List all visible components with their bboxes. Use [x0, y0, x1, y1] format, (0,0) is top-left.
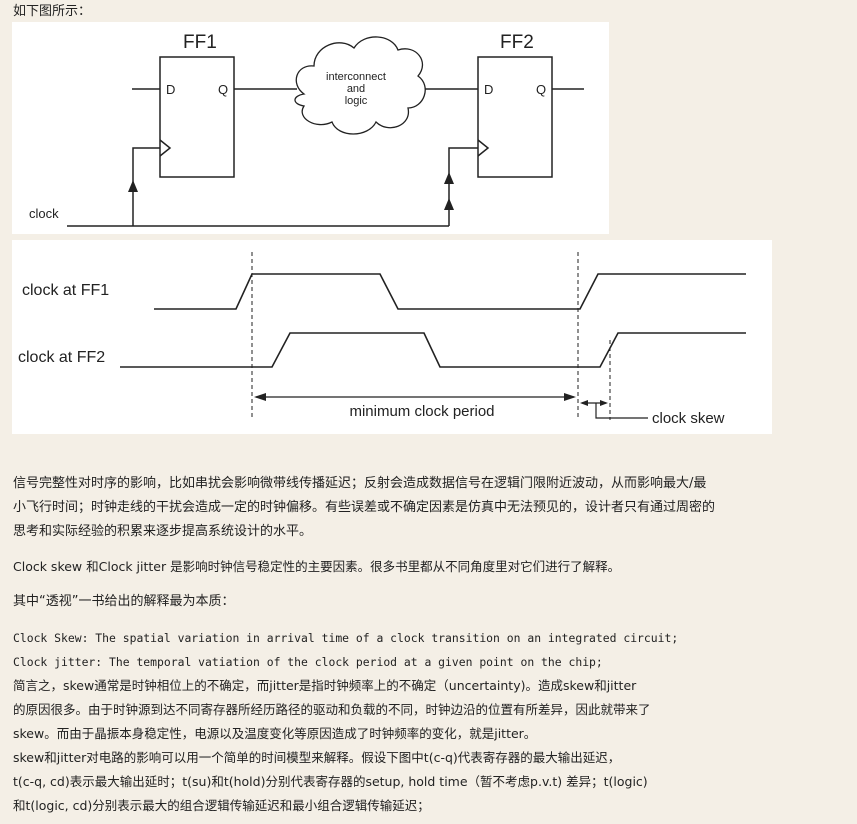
ff1-wave-label: clock at FF1: [22, 282, 109, 299]
timing-diagram: clock at FF1 clock at FF2 minimum clock …: [12, 240, 772, 434]
summary-line-3: skew。而由于晶振本身稳定性，电源以及温度变化等原因造成了时钟频率的变化，就是…: [13, 726, 537, 741]
ff2-q-label: Q: [536, 82, 546, 97]
intro-text: 如下图所示：: [13, 4, 92, 19]
period-label: minimum clock period: [349, 403, 494, 420]
ff2-wave-label: clock at FF2: [18, 349, 105, 366]
paragraph-1-line-2: 小飞行时间；时钟走线的干扰会造成一定的时钟偏移。有些误差或不确定因素是仿真中无法…: [13, 500, 716, 515]
paragraph-3: 其中“透视”一书给出的解释最为本质：: [13, 594, 235, 609]
summary-line-4: skew和jitter对电路的影响可以用一个简单的时间模型来解释。假设下图中t(…: [13, 750, 621, 765]
ff1-d-label: D: [166, 82, 175, 97]
clock-label: clock: [29, 206, 59, 221]
ff1-box: [159, 56, 235, 178]
paragraph-1-line-1: 信号完整性对时序的影响，比如串扰会影响微带线传播延迟；反射会造成数据信号在逻辑门…: [13, 476, 707, 491]
ff2-d-label: D: [484, 82, 493, 97]
definition-jitter: Clock jitter: The temporal vatiation of …: [13, 655, 603, 669]
summary-line-6: 和t(logic, cd)分别表示最大的组合逻辑传输延迟和最小组合逻辑传输延迟；: [13, 798, 430, 813]
circuit-diagram: FF1 FF2 D Q D Q interconnect and logic c…: [12, 22, 609, 234]
ff1-label: FF1: [183, 32, 217, 53]
ff1-q-label: Q: [218, 82, 228, 97]
ff2-box: [477, 56, 553, 178]
paragraph-2: Clock skew 和Clock jitter 是影响时钟信号稳定性的主要因素…: [13, 559, 621, 574]
summary-line-2: 的原因很多。由于时钟源到达不同寄存器所经历路径的驱动和负载的不同，时钟边沿的位置…: [13, 702, 651, 717]
skew-label: clock skew: [652, 410, 725, 427]
ff2-waveform: [120, 332, 746, 368]
ff2-label: FF2: [500, 32, 534, 53]
definition-skew: Clock Skew: The spatial variation in arr…: [13, 631, 679, 645]
cloud-label-3: logic: [345, 95, 368, 107]
summary-line-5: t(c-q, cd)表示最大输出延时；t(su)和t(hold)分别代表寄存器的…: [13, 774, 648, 789]
paragraph-1-line-3: 思考和实际经验的积累来逐步提高系统设计的水平。: [13, 524, 313, 539]
cloud-label-1: interconnect: [326, 71, 386, 83]
cloud-label-2: and: [347, 83, 365, 95]
interconnect-cloud: [294, 36, 426, 135]
ff1-waveform: [154, 273, 746, 310]
summary-line-1: 简言之，skew通常是时钟相位上的不确定，而jitter是指时钟频率上的不确定（…: [13, 678, 637, 693]
